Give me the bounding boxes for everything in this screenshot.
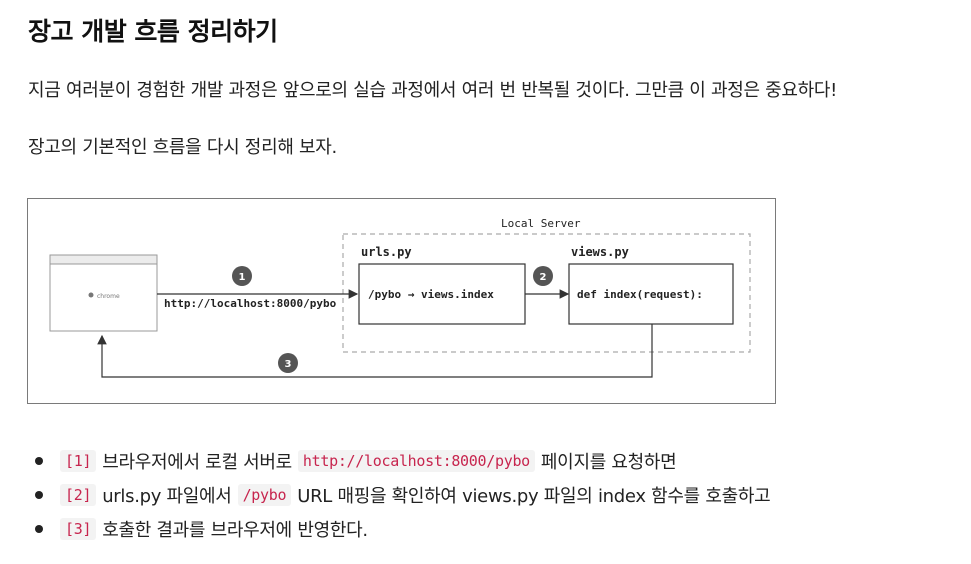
step2-badge <box>533 266 553 286</box>
list-item: [3] 호출한 결과를 브라우저에 반영한다. <box>0 512 770 546</box>
step-tag: [3] <box>60 518 97 540</box>
browser-label: chrome <box>97 293 120 300</box>
step3-number: 3 <box>285 359 292 370</box>
inline-code: /pybo <box>237 484 292 506</box>
step2-number: 2 <box>540 272 547 283</box>
step-text: urls.py 파일에서 <box>102 486 232 507</box>
urls-mapping: /pybo → views.index <box>368 288 494 301</box>
bullet-icon <box>35 491 43 499</box>
urls-title: urls.py <box>361 245 412 259</box>
intro-paragraph: 지금 여러분이 경험한 개발 과정은 앞으로의 실습 과정에서 여러 번 반복될… <box>28 80 838 101</box>
django-flow-diagram: Local Server chrome 1 http://localhost:8… <box>27 198 776 404</box>
list-item: [2] urls.py 파일에서 /pybo URL 매핑을 확인하여 view… <box>0 478 771 512</box>
step-text: 페이지를 요청하면 <box>540 452 677 473</box>
response-arrow <box>97 324 653 378</box>
views-box <box>568 263 734 325</box>
list-item: [1] 브라우저에서 로컬 서버로 http://localhost:8000/… <box>0 444 770 478</box>
inline-code: http://localhost:8000/pybo <box>297 450 535 472</box>
page-title: 장고 개발 흐름 정리하기 <box>28 17 278 46</box>
urls-box <box>358 263 526 325</box>
step-tag: [2] <box>60 484 97 506</box>
request-url: http://localhost:8000/pybo <box>164 297 337 310</box>
browser-window-icon: chrome <box>49 254 158 332</box>
step-text: URL 매핑을 확인하여 views.py 파일의 index 함수를 호출하고 <box>297 486 771 507</box>
step3-badge <box>278 353 298 373</box>
local-server-boundary <box>342 233 751 353</box>
step-text: 브라우저에서 로컬 서버로 <box>102 452 292 473</box>
step-text: 호출한 결과를 브라우저에 반영한다. <box>102 520 368 541</box>
local-server-label: Local Server <box>501 217 581 230</box>
step1-badge <box>232 266 252 286</box>
views-function: def index(request): <box>577 288 703 301</box>
bullet-icon <box>35 525 43 533</box>
step1-number: 1 <box>239 272 246 283</box>
step-tag: [1] <box>60 450 97 472</box>
steps-list: [1] 브라우저에서 로컬 서버로 http://localhost:8000/… <box>0 444 771 546</box>
bullet-icon <box>35 457 43 465</box>
views-title: views.py <box>571 245 629 259</box>
summary-paragraph: 장고의 기본적인 흐름을 다시 정리해 보자. <box>28 137 337 158</box>
